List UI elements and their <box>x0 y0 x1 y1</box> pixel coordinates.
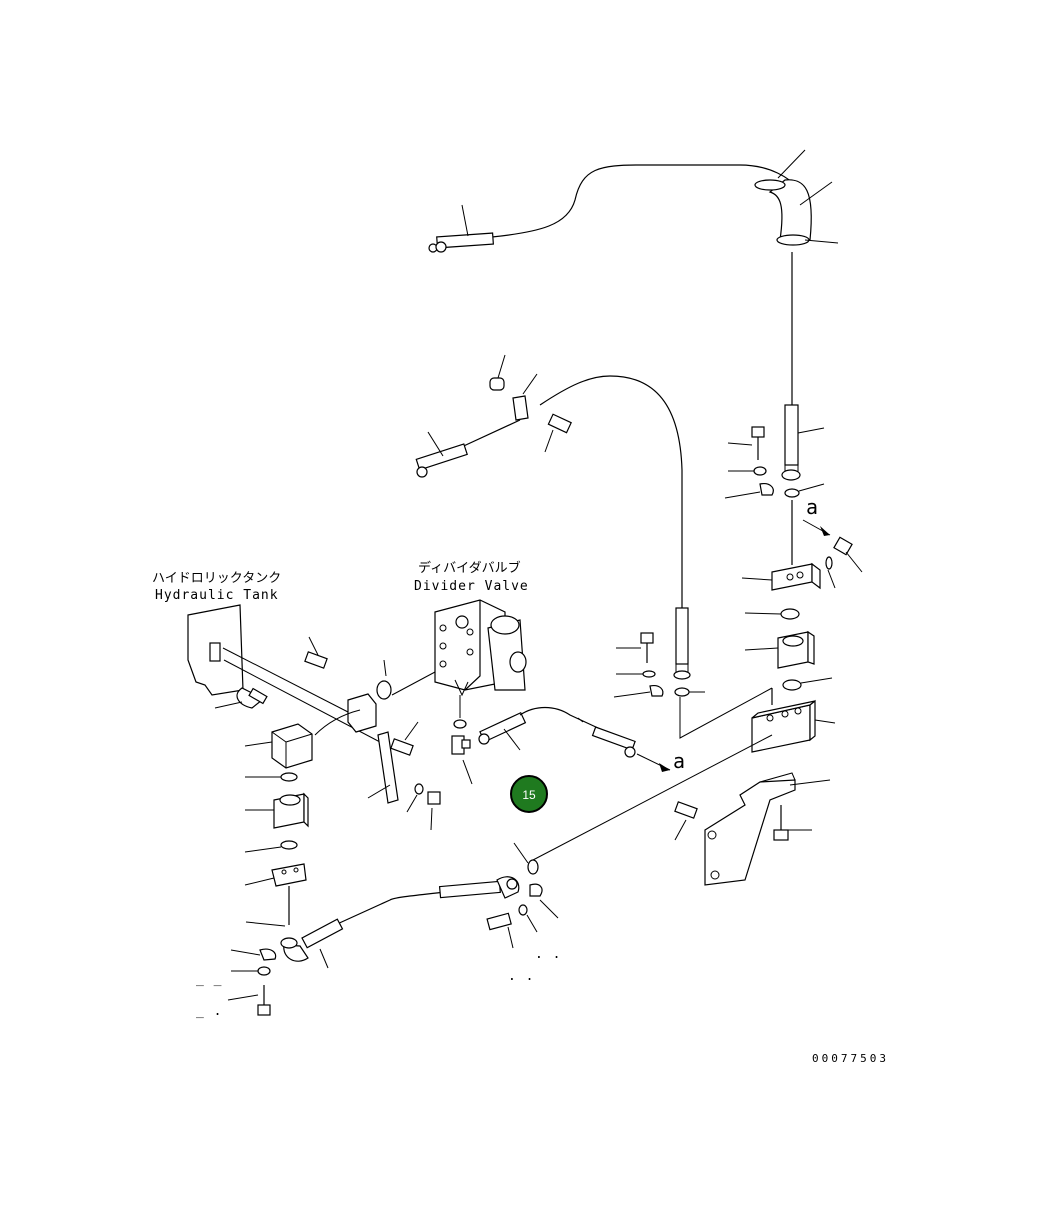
divider-valve-label-jp: ディバイダバルブ <box>418 560 521 576</box>
svg-text:. .: . . <box>535 947 561 962</box>
hydraulic-tank: ハイドロリックタンク Hydraulic Tank <box>152 571 441 927</box>
divider-valve-label-en: Divider Valve <box>414 579 529 594</box>
lower-hose-assembly: _ _ _ . . . . . <box>196 734 773 1019</box>
hydraulic-tank-label-jp: ハイドロリックタンク <box>152 571 281 586</box>
svg-text:_ .: _ . <box>196 1004 222 1019</box>
drawing-number: 00077503 <box>812 1052 889 1065</box>
mounting-bracket <box>674 772 831 886</box>
hotspot-number: 15 <box>522 788 536 802</box>
middle-hose-assembly <box>415 354 773 739</box>
return-hose-to-a: a <box>478 706 685 773</box>
upper-hose-assembly <box>428 149 839 410</box>
hydraulic-tank-label-en: Hydraulic Tank <box>155 588 279 603</box>
svg-text:. .: . . <box>508 969 534 984</box>
svg-text:_ _: _ _ <box>196 972 222 987</box>
right-valve-stack: a <box>724 404 863 753</box>
callout-hotspot-15[interactable]: 15 <box>510 775 548 813</box>
divider-valve: ディバイダバルブ Divider Valve <box>376 560 529 785</box>
ref-a-mid: a <box>673 749 685 773</box>
ref-a-top: a <box>806 495 818 519</box>
